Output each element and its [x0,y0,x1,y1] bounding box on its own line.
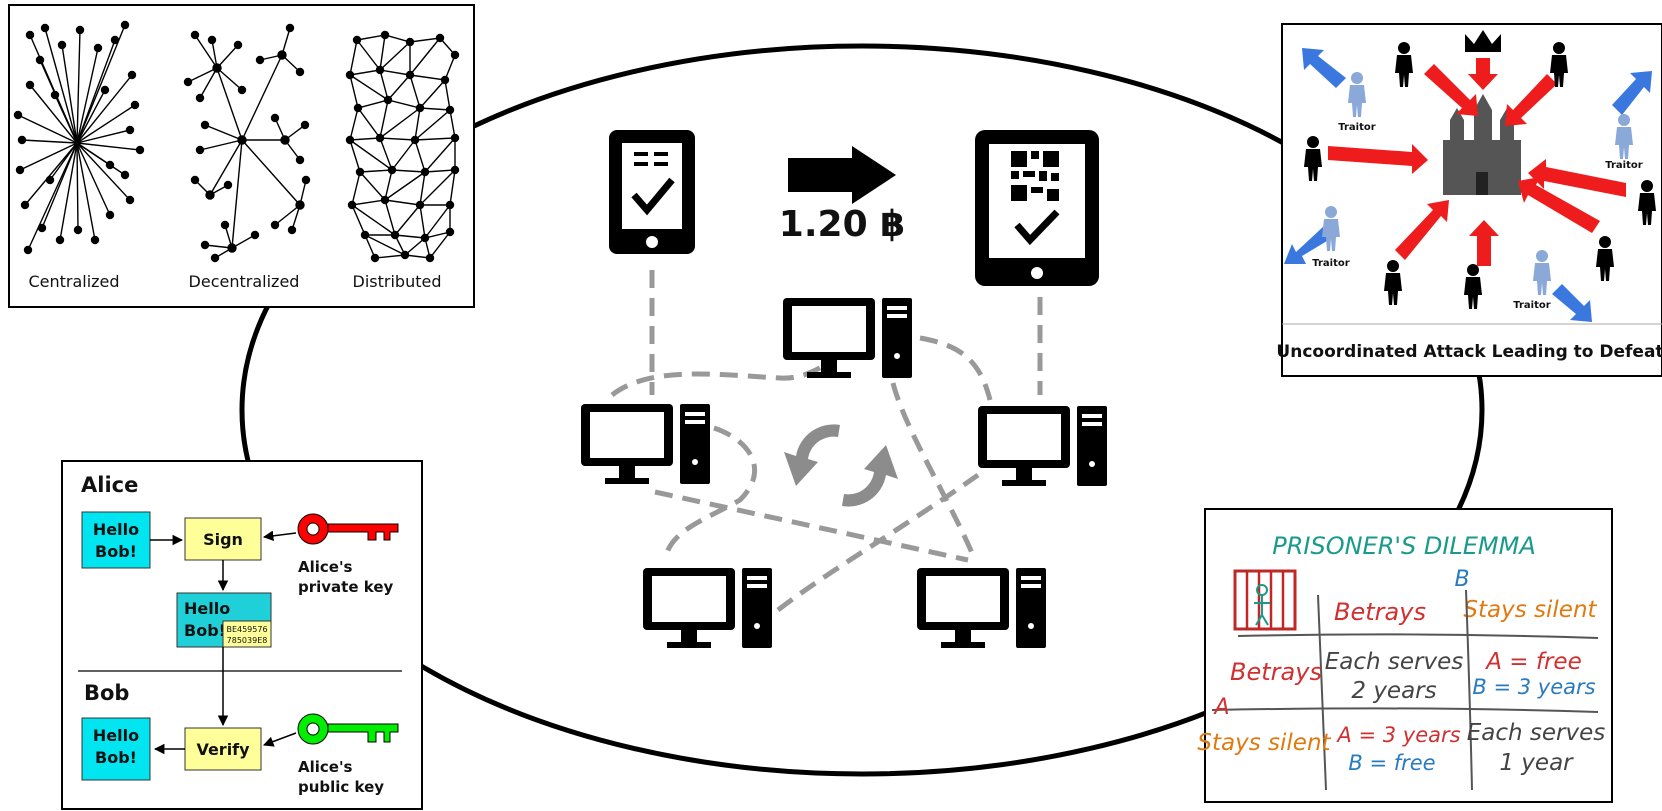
castle-icon [1443,94,1521,195]
crown-icon [1465,30,1501,52]
qr-code-icon [1011,151,1059,201]
alice-message-line2: Bob! [95,542,137,561]
pd-cell-bs-1: A = free [1484,649,1581,675]
verify-box [184,727,262,771]
computer-icon-bottom-right [917,568,1046,648]
pd-row-silent: Stays silent [1197,730,1331,756]
computer-icon-left [581,404,710,484]
pd-col-betrays: Betrays [1334,598,1426,626]
sign-label: Sign [203,530,243,549]
public-key-icon [297,713,399,745]
bob-title: Bob [84,681,129,705]
alice-message-line1: Hello [93,520,139,539]
bob-message-box [81,717,151,781]
traitor-label-1: Traitor [1338,122,1375,133]
pd-cell-sb-2: B = free [1348,751,1435,775]
sender-phone-icon [609,130,695,254]
signature-stamp [222,620,272,648]
sign-box [184,517,262,561]
label-distributed: Distributed [353,272,442,291]
verify-label: Verify [196,740,250,759]
pd-cell-bb-2: 2 years [1351,678,1436,704]
pd-player-b: B [1454,567,1469,592]
bob-message-line2: Bob! [95,748,137,767]
computer-icon-bottom-left [643,568,772,648]
pd-title: PRISONER'S DILEMMA [1272,532,1536,560]
sync-icon [784,424,898,507]
pd-row-betrays: Betrays [1230,658,1322,686]
byzantine-generals-panel: Traitor Traitor Traitor Traitor Uncoordi… [1276,23,1662,377]
signature-line1: BE459576 [226,625,267,634]
pd-cell-ss-2: 1 year [1499,750,1574,776]
alice-message-box [81,511,151,569]
computer-icon-right [978,406,1107,486]
private-key-icon [297,513,399,545]
blue-traitor-arrows [1284,48,1652,322]
receiver-tablet-icon [975,130,1099,286]
pd-cell-bs-2: B = 3 years [1472,675,1595,699]
central-ellipse [239,43,1485,777]
public-key-line2: public key [298,778,384,796]
prison-cell-icon [1233,569,1297,631]
digital-signature-panel: Alice Hello Bob! Sign Alice's private ke… [61,460,423,810]
bob-message-line1: Hello [93,726,139,745]
signed-message-line1: Hello [184,599,230,618]
label-centralized: Centralized [28,272,119,291]
pd-player-a: A [1212,695,1229,720]
centralized-network [13,20,145,255]
traitor-label-3: Traitor [1312,258,1349,269]
byzantine-caption: Uncoordinated Attack Leading to Defeat [1276,342,1662,362]
prisoners-dilemma-panel: PRISONER'S DILEMMA B Betrays Stays silen… [1197,508,1613,803]
private-key-line1: Alice's [298,558,353,576]
alice-title: Alice [81,473,138,497]
public-key-line1: Alice's [298,758,353,776]
pd-cell-sb-1: A = 3 years [1335,723,1460,747]
label-decentralized: Decentralized [189,272,300,291]
signed-message-line2: Bob! [184,621,226,640]
pd-cell-ss-1: Each serves [1467,720,1606,746]
amount-label: 1.20 ฿ [779,204,905,245]
decentralized-network [183,23,311,263]
pd-col-silent: Stays silent [1463,597,1597,623]
computer-icon-top [783,298,912,378]
transfer-arrow-icon [788,146,896,204]
red-attack-arrows [1328,58,1626,266]
private-key-line2: private key [298,578,393,596]
pd-grid [1211,589,1599,791]
network-topology-panel: Centralized Decentralized Distributed [8,4,475,308]
signature-line2: 785039E8 [227,636,268,645]
peer-network-diagram: 1.20 ฿ [581,130,1107,648]
pd-cell-bb-1: Each serves [1325,649,1464,675]
dashed-links [610,270,1043,612]
traitor-label-4: Traitor [1513,300,1550,311]
traitor-label-2: Traitor [1605,160,1642,171]
distributed-network [345,30,460,263]
